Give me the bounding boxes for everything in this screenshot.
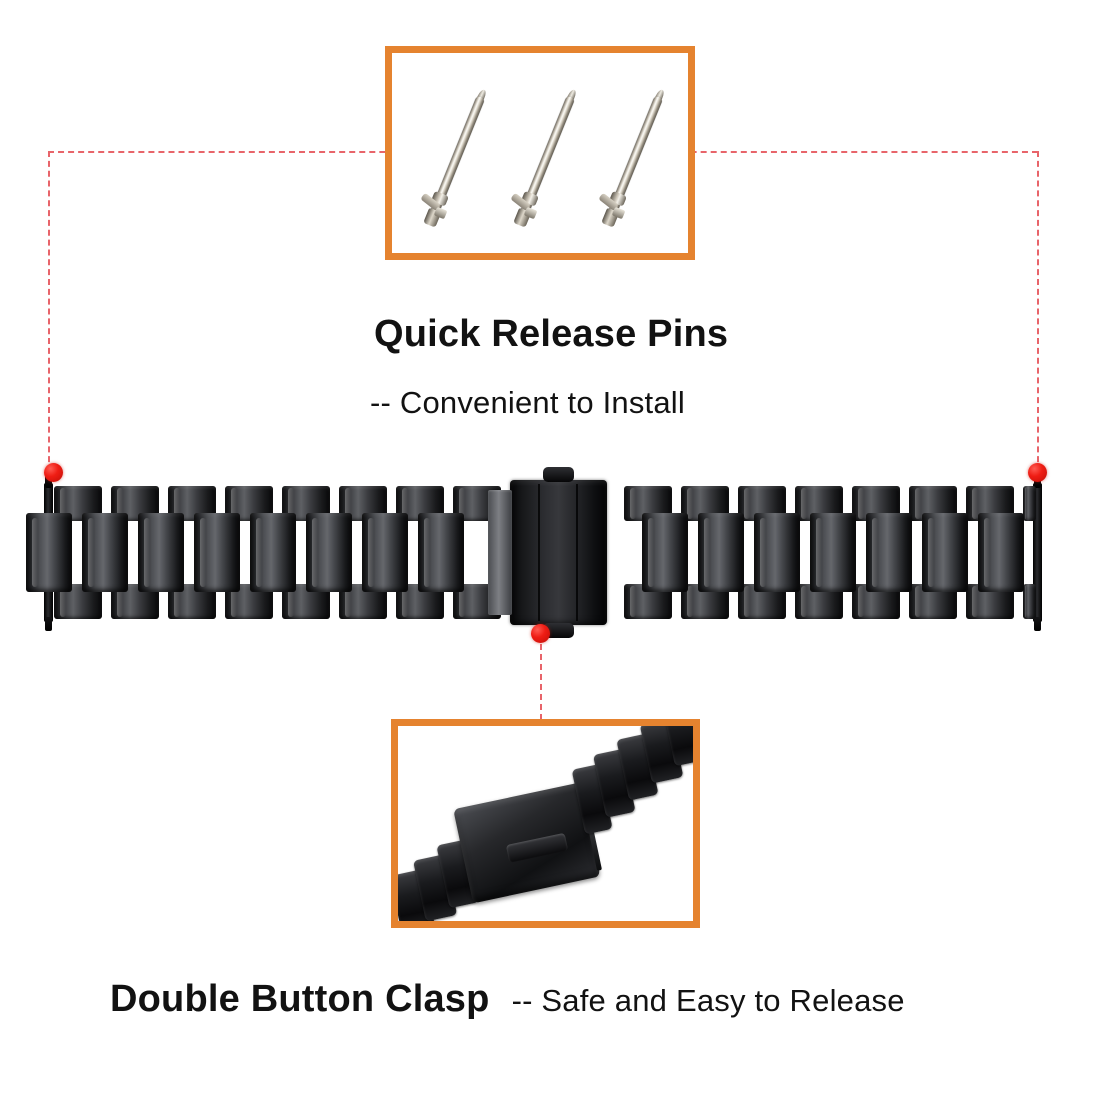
band-clasp <box>488 467 607 638</box>
clasp-seam <box>576 484 578 621</box>
red-dot-marker-right-lug <box>1028 463 1047 482</box>
red-dot-marker-clasp <box>531 624 550 643</box>
quick-release-pins-title: Quick Release Pins <box>374 313 729 355</box>
quick-release-pin-3 <box>598 88 667 230</box>
band-link-highlight <box>800 488 808 519</box>
band-link <box>810 513 856 592</box>
band-link-highlight <box>857 586 865 617</box>
clasp-photo-artwork <box>398 726 693 921</box>
band-link-highlight <box>800 586 808 617</box>
band-link-highlight <box>983 517 990 588</box>
band-link-highlight <box>914 488 922 519</box>
band-link <box>362 513 408 592</box>
band-link-highlight <box>287 488 295 519</box>
band-link-highlight <box>971 586 979 617</box>
band-link-highlight <box>703 517 710 588</box>
band-link-highlight <box>116 586 124 617</box>
band-link <box>1023 486 1036 521</box>
band-link <box>1023 584 1036 619</box>
quick-release-pin-2 <box>510 88 579 230</box>
watch-band <box>26 467 1042 638</box>
band-link-highlight <box>287 586 295 617</box>
band-link-highlight <box>423 517 430 588</box>
band-link-highlight <box>857 488 865 519</box>
band-link-highlight <box>458 488 466 519</box>
band-lug-bottom-right <box>1034 617 1041 631</box>
band-link-highlight <box>173 488 181 519</box>
double-button-clasp-subtitle: -- Safe and Easy to Release <box>511 983 905 1018</box>
band-link-highlight <box>401 586 409 617</box>
band-link <box>978 513 1024 592</box>
guide-line-left-vertical <box>48 151 50 472</box>
band-link <box>418 513 464 592</box>
band-link-highlight <box>871 517 878 588</box>
band-link <box>138 513 184 592</box>
band-link-highlight <box>344 488 352 519</box>
band-link-highlight <box>759 517 766 588</box>
clasp-button-top <box>543 467 574 482</box>
band-link-highlight <box>629 586 637 617</box>
band-link <box>82 513 128 592</box>
band-link-highlight <box>971 488 979 519</box>
band-link <box>754 513 800 592</box>
band-link <box>866 513 912 592</box>
band-link <box>698 513 744 592</box>
band-link-highlight <box>143 517 150 588</box>
band-link-highlight <box>647 517 654 588</box>
band-link <box>306 513 352 592</box>
band-link-highlight <box>59 586 67 617</box>
quick-release-pins-photo-box <box>385 46 695 260</box>
guide-line-right-vertical <box>1037 151 1039 472</box>
band-link <box>194 513 240 592</box>
band-link-highlight <box>230 488 238 519</box>
band-link-highlight <box>59 488 67 519</box>
band-link-highlight <box>31 517 38 588</box>
clasp-button-bottom <box>543 623 574 638</box>
band-link-highlight <box>367 517 374 588</box>
band-link-highlight <box>230 586 238 617</box>
band-link-highlight <box>927 517 934 588</box>
band-link-highlight <box>629 488 637 519</box>
band-link-highlight <box>401 488 409 519</box>
band-link-highlight <box>1024 488 1027 519</box>
clasp-side-plate <box>488 490 512 615</box>
band-link-highlight <box>87 517 94 588</box>
band-link-highlight <box>173 586 181 617</box>
double-button-clasp-caption: Double Button Clasp -- Safe and Easy to R… <box>110 978 905 1021</box>
band-link-highlight <box>344 586 352 617</box>
band-link <box>642 513 688 592</box>
band-end-cap-right <box>1033 483 1042 622</box>
band-link-highlight <box>199 517 206 588</box>
band-link <box>922 513 968 592</box>
band-link-row-center <box>26 513 1038 592</box>
band-link-highlight <box>815 517 822 588</box>
band-link-highlight <box>311 517 318 588</box>
band-link <box>26 513 72 592</box>
clasp-seam <box>538 484 540 621</box>
band-link-highlight <box>1024 586 1027 617</box>
band-link-highlight <box>914 586 922 617</box>
quick-release-pins-subtitle: -- Convenient to Install <box>370 385 685 420</box>
double-button-clasp-title: Double Button Clasp <box>110 978 490 1020</box>
band-link-highlight <box>686 488 694 519</box>
band-lug-bottom-left <box>45 617 52 631</box>
band-link-highlight <box>743 488 751 519</box>
band-link-highlight <box>743 586 751 617</box>
band-link-highlight <box>116 488 124 519</box>
band-link <box>250 513 296 592</box>
band-link-highlight <box>686 586 694 617</box>
quick-release-pin-1 <box>420 88 489 230</box>
band-link-highlight <box>458 586 466 617</box>
band-link-highlight <box>255 517 262 588</box>
guide-line-clasp-vertical <box>540 634 542 720</box>
double-button-clasp-photo-box <box>391 719 700 928</box>
red-dot-marker-left-lug <box>44 463 63 482</box>
